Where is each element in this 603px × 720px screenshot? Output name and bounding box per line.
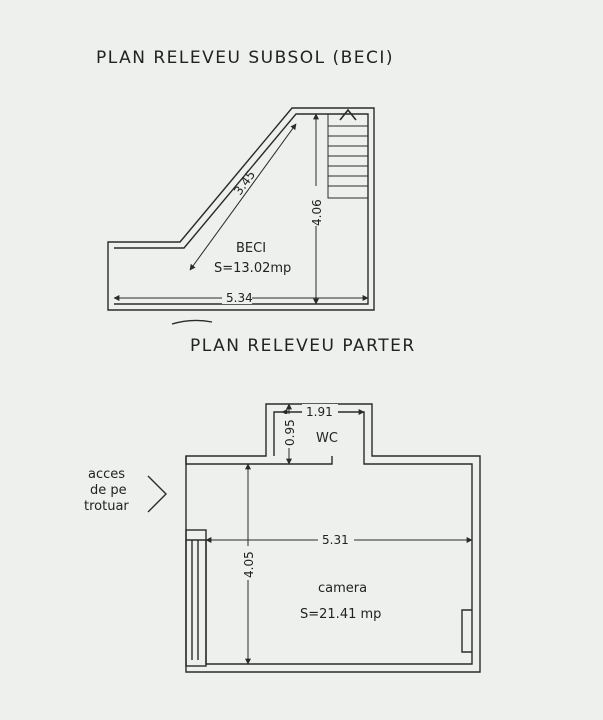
ground-floor-plan: 1.91 0.95 WC 5.31 4.05 camera S=21.41 mp… [84,403,481,673]
basement-room-name: BECI [236,241,266,256]
ground-left-wall [185,456,333,465]
basement-room-area: S=13.02mp [214,261,291,276]
basement-height-dimension: 4.06 [310,199,324,226]
pencil-stroke [171,319,213,325]
basement-plan-title: PLAN RELEVEU SUBSOL (BECI) [96,48,395,68]
ground-outer-wall [185,403,481,673]
entrance-note-line2: de pe [90,483,127,498]
stair-direction-arrow-icon [339,108,357,121]
ground-room-name: camera [318,581,367,596]
basement-staircase [327,108,369,199]
left-window [185,529,207,667]
ground-floor-plan-title: PLAN RELEVEU PARTER [190,336,416,356]
wc-room-label: WC [316,431,338,446]
wc-height-dimension: 0.95 [283,419,297,446]
basement-slope-dimension: 3.45 [231,168,258,198]
ground-room-area: S=21.41 mp [300,607,381,622]
right-wall-niche [461,609,472,653]
basement-width-dimension: 5.34 [226,291,253,305]
entrance-note-line1: acces [88,467,125,482]
room-width-dimension: 5.31 [322,533,349,547]
entrance-note-line3: trotuar [84,499,129,514]
wc-width-dimension: 1.91 [306,405,333,419]
basement-outer-wall [107,107,375,311]
room-height-dimension: 4.05 [242,551,256,578]
entrance-chevron-icon [147,475,167,513]
basement-plan: 3.45 4.06 5.34 BECI S=13.02mp [107,107,375,325]
basement-slope-dimension-line [189,123,297,271]
